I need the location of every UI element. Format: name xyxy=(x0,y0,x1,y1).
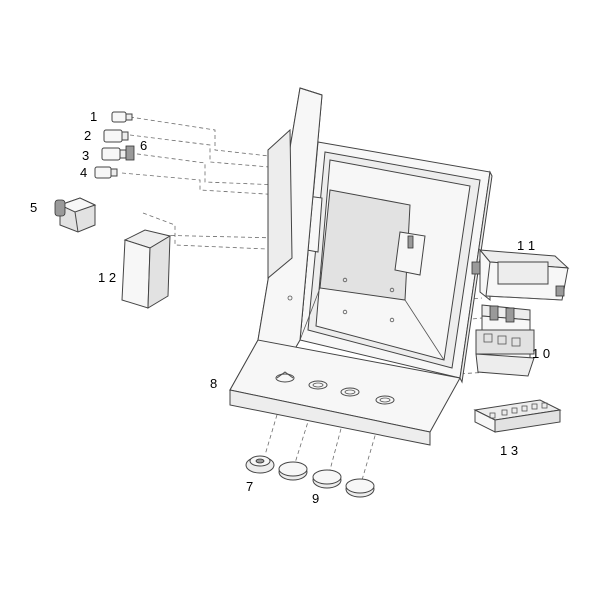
blanking-plug-9a xyxy=(278,461,308,481)
terminal-block-13 xyxy=(473,399,562,433)
label-part-12: 1 2 xyxy=(98,270,116,285)
push-button-2 xyxy=(103,129,129,143)
enclosure-body xyxy=(229,87,493,446)
label-part-6: 6 xyxy=(140,138,147,153)
label-part-9: 9 xyxy=(312,491,319,506)
blanking-plug-9b xyxy=(312,469,342,489)
emergency-stop-5 xyxy=(54,197,97,233)
label-part-7: 7 xyxy=(246,479,253,494)
label-part-2: 2 xyxy=(84,128,91,143)
relay-module-11 xyxy=(471,248,570,302)
label-part-13: 1 3 xyxy=(500,443,518,458)
indicator-lamp-4 xyxy=(94,166,118,179)
label-part-11: 1 1 xyxy=(517,238,535,253)
label-part-10: 1 0 xyxy=(532,346,550,361)
label-part-5: 5 xyxy=(30,200,37,215)
part-labels: 1 2 3 4 5 6 7 8 9 1 0 1 1 1 2 1 3 xyxy=(30,109,550,506)
label-part-3: 3 xyxy=(82,148,89,163)
push-button-3 xyxy=(101,145,135,161)
label-part-4: 4 xyxy=(80,165,87,180)
module-block-12 xyxy=(121,229,172,309)
cable-gland-7 xyxy=(245,455,275,474)
blanking-plug-9c xyxy=(345,478,375,498)
contactor-10 xyxy=(475,304,535,377)
label-part-1: 1 xyxy=(90,109,97,124)
label-part-8: 8 xyxy=(210,376,217,391)
push-button-1 xyxy=(111,111,133,123)
